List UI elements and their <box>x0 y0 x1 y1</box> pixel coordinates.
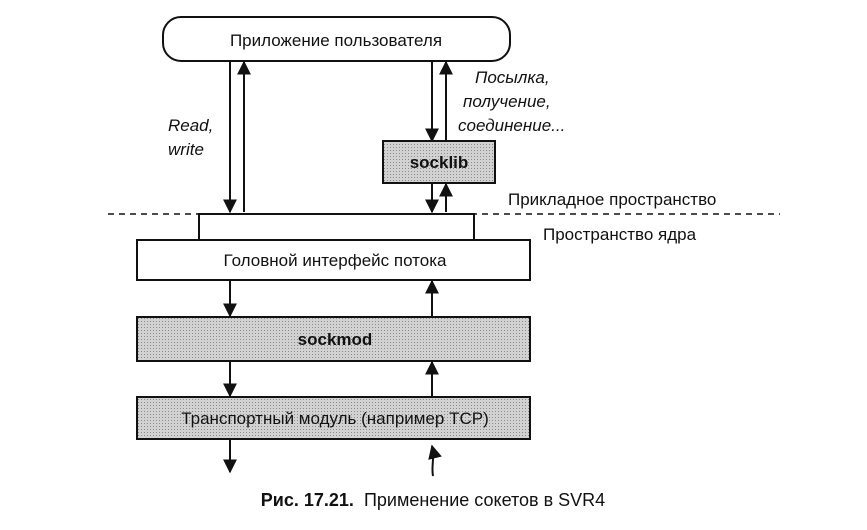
arrow-transport-in <box>428 444 442 477</box>
user-app-box <box>162 16 511 62</box>
stream-head-top-band <box>198 213 475 241</box>
send-receive-label-line3: соединение... <box>458 116 565 135</box>
read-write-label-line1: Read, <box>168 116 213 135</box>
read-write-label-line2: write <box>168 140 204 159</box>
socklib-label: socklib <box>410 153 469 172</box>
stream-head-label: Головной интерфейс потока <box>224 251 448 270</box>
sockmod-box <box>136 316 531 362</box>
user-space-label: Прикладное пространство <box>508 190 716 209</box>
transport-box <box>136 396 531 440</box>
figure-caption: Рис. 17.21. Применение сокетов в SVR4 <box>261 490 605 510</box>
figure-caption-text: Применение сокетов в SVR4 <box>364 490 605 510</box>
figure-caption-number: Рис. 17.21. <box>261 490 354 510</box>
user-app-label: Приложение пользователя <box>230 31 442 50</box>
stream-head-box <box>136 239 531 281</box>
kernel-space-label: Пространство ядра <box>543 225 697 244</box>
sockmod-label: sockmod <box>298 330 373 349</box>
transport-label: Транспортный модуль (например TCP) <box>181 409 489 428</box>
send-receive-label-line1: Посылка, <box>475 68 550 87</box>
send-receive-label-line2: получение, <box>463 92 551 111</box>
